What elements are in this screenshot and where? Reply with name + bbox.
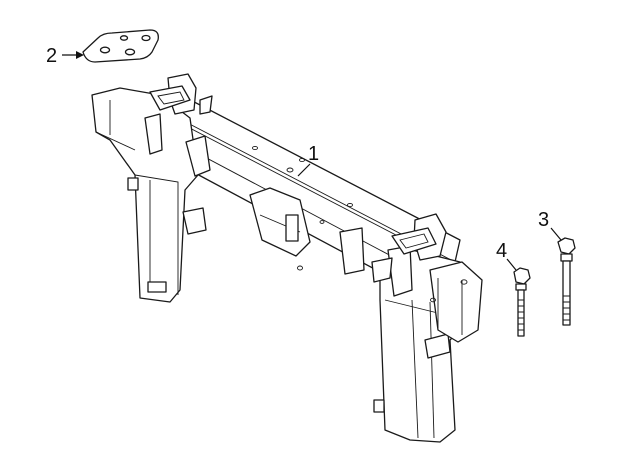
callout-4: 4 <box>496 240 517 271</box>
svg-text:3: 3 <box>538 209 549 231</box>
svg-text:2: 2 <box>46 45 57 67</box>
callout-1: 1 <box>297 143 319 177</box>
bracket-plate[interactable] <box>82 29 159 63</box>
short-bolt[interactable] <box>513 267 531 337</box>
callout-2: 2 <box>46 45 84 67</box>
radiator-support[interactable] <box>91 73 483 443</box>
callout-3: 3 <box>538 209 562 241</box>
svg-text:4: 4 <box>496 240 507 262</box>
svg-text:1: 1 <box>308 143 319 165</box>
long-bolt[interactable] <box>557 237 576 326</box>
